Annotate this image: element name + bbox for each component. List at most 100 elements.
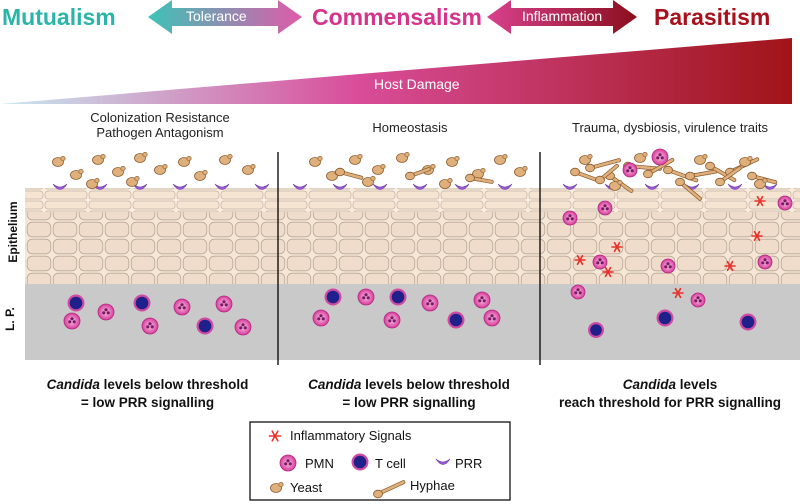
hypha xyxy=(643,158,675,179)
pmn-cell xyxy=(312,309,330,327)
inflammation-label: Inflammation xyxy=(522,8,603,24)
panel-1-bottom-line1: levels below threshold xyxy=(99,377,249,392)
inflammatory-signal xyxy=(268,430,282,442)
panel-2-bottom-line2: = low PRR signalling xyxy=(342,395,476,410)
t-cell xyxy=(389,288,407,306)
inflammation-arrow xyxy=(487,0,637,34)
yeast-cell xyxy=(472,167,486,179)
pmn-cell xyxy=(592,254,608,270)
lp-side-label: L. P. xyxy=(3,307,17,331)
prr-receptor xyxy=(372,183,388,190)
panel-1-candida: Candida xyxy=(46,377,100,392)
prr-receptor xyxy=(254,183,270,190)
t-cell xyxy=(133,294,151,312)
legend-hyphae-label: Hyphae xyxy=(410,478,455,493)
pmn-cell xyxy=(570,284,586,300)
inflammatory-signal xyxy=(574,254,586,266)
yeast-cell xyxy=(112,165,126,177)
hypha xyxy=(705,161,737,182)
yeast-cell xyxy=(126,175,140,187)
pmn-cell xyxy=(63,312,81,330)
yeast-cell xyxy=(372,163,386,175)
panel-1-caption-line1: Colonization Resistance xyxy=(90,110,230,125)
panel-1-caption: Colonization Resistance Pathogen Antagon… xyxy=(60,110,260,140)
pmn-cell xyxy=(597,200,613,216)
pmn-cell xyxy=(421,294,439,312)
pmn-cell xyxy=(383,311,401,329)
pmn-cell xyxy=(234,318,252,336)
yeast-cell xyxy=(634,151,648,163)
pmn-cell xyxy=(622,162,638,178)
hypha xyxy=(335,167,364,180)
t-cell xyxy=(196,317,214,335)
prr-receptor xyxy=(292,183,308,190)
panel-1-bottom-line2: = low PRR signalling xyxy=(80,395,215,410)
hypha xyxy=(715,166,742,187)
prr-receptor xyxy=(762,183,778,190)
yeast-cell xyxy=(242,163,256,175)
pmn-cell xyxy=(473,291,491,309)
panel-2-bottom-line1: levels below threshold xyxy=(361,377,510,392)
yeast-cell xyxy=(446,155,460,167)
prr-receptor xyxy=(214,183,230,190)
pmn-cell xyxy=(279,454,297,472)
cell-illustrations xyxy=(52,148,793,338)
panel-2-caption: Homeostasis xyxy=(372,120,448,135)
legend-pmn-label: PMN xyxy=(305,456,334,471)
panel-2-bottom-caption: Candida levels below threshold = low PRR… xyxy=(283,376,535,412)
host-damage-wedge xyxy=(0,38,792,104)
tolerance-arrow xyxy=(148,0,302,34)
yeast-cell xyxy=(362,175,376,187)
yeast-cell xyxy=(494,153,508,165)
prr-receptor xyxy=(172,183,188,190)
yeast-cell xyxy=(52,155,66,167)
yeast-cell xyxy=(219,153,233,165)
legend-yeast-label: Yeast xyxy=(290,480,323,495)
inflammatory-signal xyxy=(751,230,763,242)
panel-1-bottom-caption: Candida levels below threshold = low PRR… xyxy=(25,376,270,412)
hypha xyxy=(675,177,702,201)
prr-receptor xyxy=(497,183,513,190)
pmn-cell xyxy=(215,295,233,313)
yeast-cell xyxy=(439,177,453,189)
pmn-cell xyxy=(562,210,578,226)
inflammatory-signal xyxy=(602,266,614,278)
t-cell xyxy=(447,311,465,329)
pmn-cell xyxy=(357,288,375,306)
t-cell xyxy=(656,309,674,327)
mutualism-label: Mutualism xyxy=(2,4,116,30)
inflammatory-signal xyxy=(611,241,623,253)
yeast-cell xyxy=(739,155,753,167)
legend-inflammatory-label: Inflammatory Signals xyxy=(290,428,412,443)
tolerance-label: Tolerance xyxy=(186,8,247,24)
yeast-cell xyxy=(349,153,363,165)
panel-3-candida: Candida xyxy=(622,377,676,392)
pmn-cell xyxy=(660,258,676,274)
panel-3-bottom-line1: levels xyxy=(675,377,718,392)
pmn-cell xyxy=(690,292,706,308)
inflammatory-signal xyxy=(672,287,684,299)
host-damage-label: Host Damage xyxy=(374,76,460,92)
pmn-cell xyxy=(777,195,793,211)
commensalism-label: Commensalism xyxy=(312,4,483,30)
yeast-cell xyxy=(70,168,84,180)
t-cell xyxy=(324,288,342,306)
hypha xyxy=(585,158,621,173)
prr-receptor xyxy=(52,183,68,190)
prr-receptor xyxy=(412,183,428,190)
pmn-cell xyxy=(97,303,115,321)
hypha xyxy=(685,169,718,181)
yeast-cell xyxy=(270,481,284,493)
t-cell xyxy=(351,453,369,471)
panel-2-candida: Candida xyxy=(308,377,362,392)
legend-tcell-label: T cell xyxy=(375,456,406,471)
prr-receptor xyxy=(644,183,660,190)
pmn-cell xyxy=(141,317,159,335)
yeast-cell xyxy=(579,153,593,165)
t-cell xyxy=(588,322,604,338)
yeast-cell xyxy=(514,165,528,177)
legend-icons xyxy=(268,430,451,499)
prr-receptor xyxy=(435,458,451,465)
yeast-cell xyxy=(609,179,623,191)
panel-3-bottom-line2: reach threshold for PRR signalling xyxy=(558,395,782,410)
